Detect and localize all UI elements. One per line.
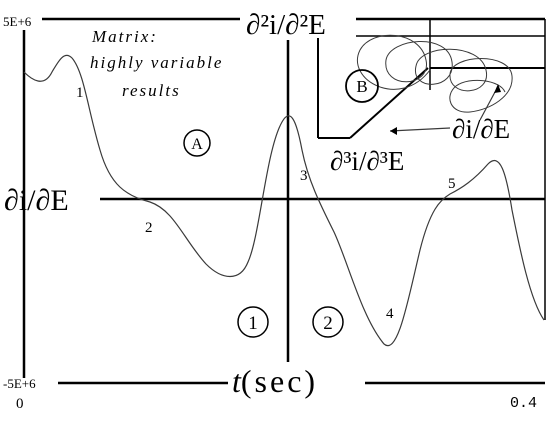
first-derivative-arrow-line — [479, 91, 496, 121]
y-bottom-label: -5E+6 — [3, 376, 36, 391]
waveform-curve — [23, 54, 545, 347]
curve-point-1: 1 — [76, 85, 84, 101]
inset-diagonal-line — [349, 67, 429, 139]
region-1-label: 1 — [248, 313, 258, 334]
curve-point-2: 2 — [145, 220, 153, 236]
third-derivative-arrow-line — [389, 127, 451, 132]
curve-point-5: 5 — [448, 176, 456, 192]
first-derivative-label: ∂i/∂E — [452, 114, 510, 144]
matrix-note-line1: Matrix: — [91, 27, 158, 46]
curve-point-4: 4 — [386, 306, 394, 322]
x-axis-title-symbol: t — [232, 363, 242, 399]
first-derivative-arrowhead — [494, 84, 501, 93]
region-b-label: B — [356, 77, 367, 96]
y-mid-label: ∂i/∂E — [4, 184, 69, 217]
phase-loop-curve — [357, 34, 513, 113]
matrix-note-line3: results — [122, 81, 181, 100]
region-b-circle — [345, 69, 379, 103]
x-left-label: 0 — [16, 396, 24, 412]
matrix-note-line2: highly variable — [90, 53, 223, 72]
second-derivative-label: ∂²i/∂²E — [246, 9, 326, 41]
region-1-circle — [237, 306, 269, 338]
y-top-label: 5E+6 — [3, 14, 32, 29]
x-right-label: 0.4 — [510, 395, 537, 412]
second-derivative-label-bg — [244, 4, 356, 38]
region-a-label: A — [191, 136, 203, 153]
region-2-label: 2 — [323, 313, 333, 334]
third-derivative-arrowhead — [390, 127, 397, 135]
region-a-circle — [183, 129, 211, 157]
x-axis-title: t(sec) — [232, 363, 318, 399]
x-axis-title-units: (sec) — [241, 363, 318, 399]
curve-point-3: 3 — [300, 168, 308, 184]
region-2-circle — [312, 306, 344, 338]
third-derivative-label: ∂³i/∂³E — [330, 146, 404, 176]
